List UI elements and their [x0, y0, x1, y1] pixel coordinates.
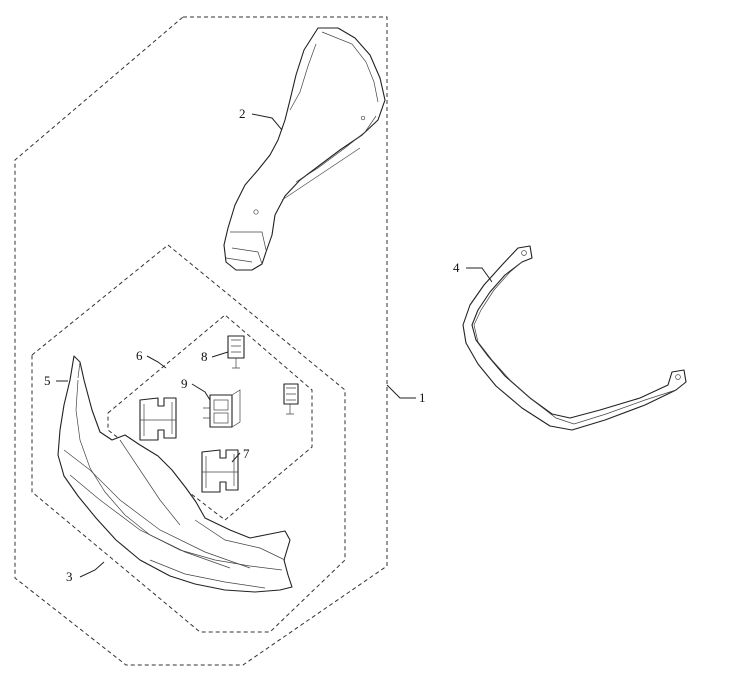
- part-9-clip: [203, 389, 241, 428]
- part-4-bracket: [462, 245, 687, 431]
- callout-5: 5: [44, 373, 51, 388]
- leader-6: [146, 355, 167, 369]
- leader-8: [211, 351, 229, 358]
- part-8-clip-right: [283, 383, 299, 415]
- leader-4: [466, 267, 493, 283]
- part-3-lower-cover: [57, 355, 293, 593]
- assembly-3-outline: [31, 244, 346, 633]
- part-8-clip: [227, 335, 245, 369]
- callout-7: 7: [243, 446, 250, 461]
- assembly-1-outline: [14, 16, 388, 666]
- leader-7: [231, 452, 241, 463]
- part-2-upper-cover: [223, 27, 386, 271]
- part-5-tip: [73, 355, 81, 379]
- callout-3: 3: [66, 569, 73, 584]
- callout-1: 1: [419, 390, 426, 405]
- bracket-block-left: [139, 397, 177, 441]
- leader-9: [191, 383, 211, 401]
- callout-2: 2: [239, 106, 246, 121]
- callout-8: 8: [201, 349, 208, 364]
- leader-1: [386, 384, 416, 399]
- part-7-bracket: [201, 449, 239, 493]
- callout-9: 9: [181, 376, 188, 391]
- callout-4: 4: [453, 260, 460, 275]
- assembly-6-outline: [107, 314, 313, 521]
- callout-6: 6: [136, 348, 143, 363]
- leader-3: [79, 561, 105, 578]
- leader-2: [251, 113, 283, 131]
